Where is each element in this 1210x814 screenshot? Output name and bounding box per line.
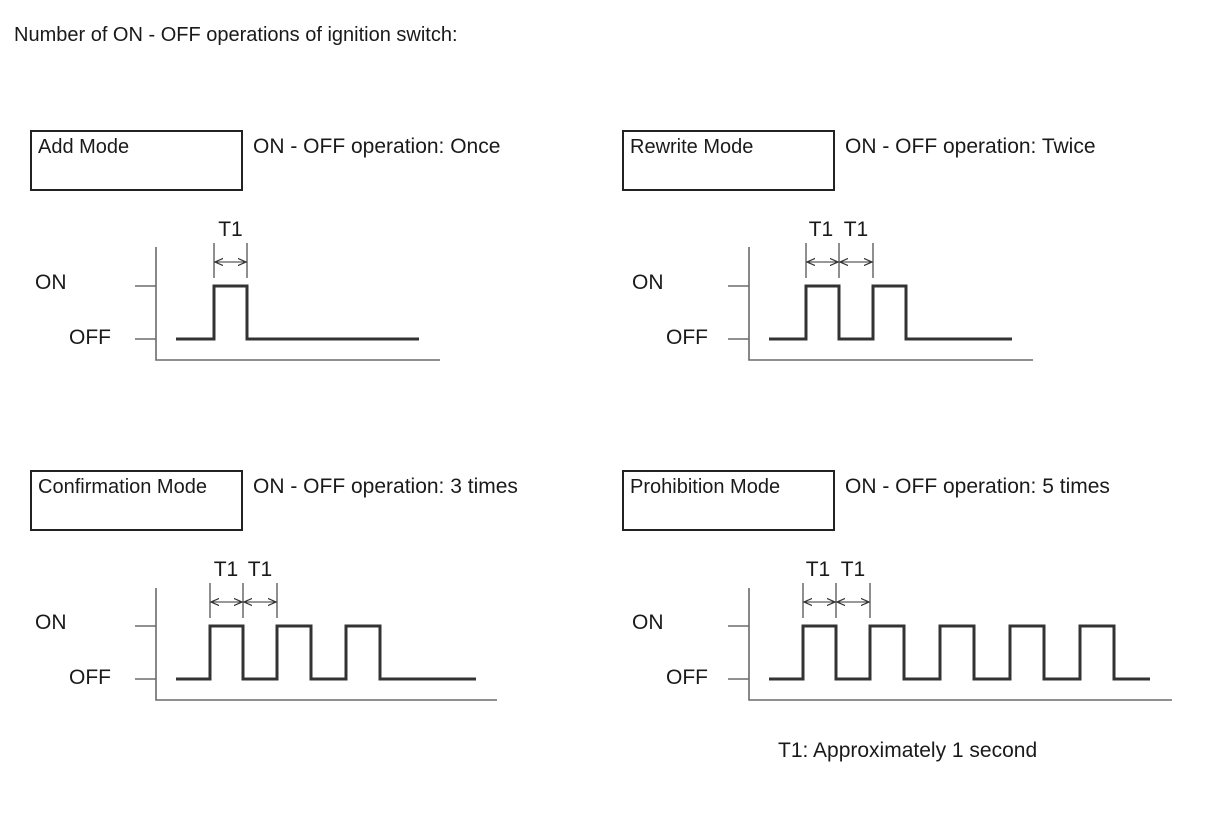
- panel-add-mode: Add Mode ON - OFF operation: Once ON OFF…: [30, 130, 500, 361]
- panel-prohibition-mode: Prohibition Mode ON - OFF operation: 5 t…: [622, 470, 1172, 701]
- mode-box: [30, 130, 243, 191]
- axis: [155, 247, 440, 361]
- off-level-label: OFF: [69, 326, 111, 349]
- footnote: T1: Approximately 1 second: [778, 739, 1037, 762]
- signal-waveform: [769, 284, 1012, 341]
- operation-label: ON - OFF operation: 3 times: [253, 475, 518, 498]
- panel-rewrite-mode: Rewrite Mode ON - OFF operation: Twice O…: [622, 130, 1096, 361]
- mode-label: Rewrite Mode: [630, 136, 753, 158]
- mode-label: Prohibition Mode: [630, 476, 780, 498]
- axis: [748, 247, 1033, 361]
- operation-label: ON - OFF operation: 5 times: [845, 475, 1110, 498]
- page-title: Number of ON - OFF operations of ignitio…: [14, 24, 458, 46]
- interval-label: T1: [841, 558, 866, 581]
- interval-label: T1: [844, 218, 869, 241]
- on-level-label: ON: [632, 271, 664, 294]
- operation-label: ON - OFF operation: Once: [253, 135, 500, 158]
- off-level-label: OFF: [666, 326, 708, 349]
- operation-label: ON - OFF operation: Twice: [845, 135, 1096, 158]
- on-level-label: ON: [35, 611, 67, 634]
- panel-confirmation-mode: Confirmation Mode ON - OFF operation: 3 …: [30, 470, 518, 701]
- interval-label: T1: [806, 558, 831, 581]
- axis: [155, 588, 497, 701]
- interval-label: T1: [218, 218, 243, 241]
- signal-waveform: [176, 284, 419, 341]
- mode-box: [622, 470, 835, 531]
- axis: [748, 588, 1172, 701]
- signal-waveform: [176, 624, 476, 681]
- mode-box: [622, 130, 835, 191]
- on-level-label: ON: [632, 611, 664, 634]
- mode-label: Confirmation Mode: [38, 476, 207, 498]
- interval-label: T1: [248, 558, 273, 581]
- interval-label: T1: [214, 558, 239, 581]
- off-level-label: OFF: [69, 666, 111, 689]
- mode-label: Add Mode: [38, 136, 129, 158]
- on-level-label: ON: [35, 271, 67, 294]
- mode-box: [30, 470, 243, 531]
- off-level-label: OFF: [666, 666, 708, 689]
- interval-label: T1: [809, 218, 834, 241]
- signal-waveform: [769, 624, 1150, 681]
